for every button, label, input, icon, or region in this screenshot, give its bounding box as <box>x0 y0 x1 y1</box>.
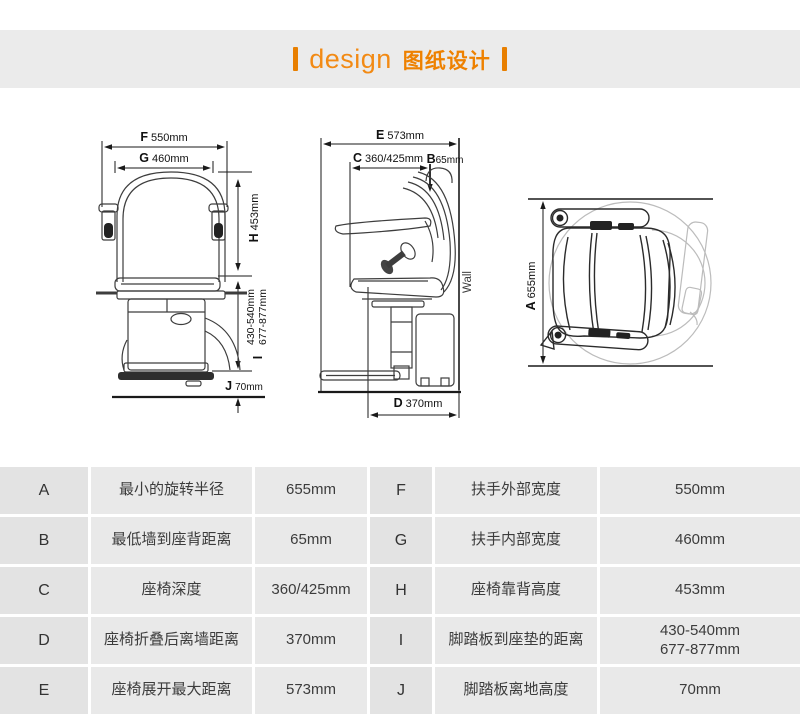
spec-key: D <box>0 617 88 664</box>
spec-value: 430-540mm 677-877mm <box>600 617 800 664</box>
top-view-drawing <box>528 198 713 367</box>
spec-key: C <box>0 567 88 614</box>
spec-key: J <box>370 667 432 714</box>
spec-label: 扶手内部宽度 <box>435 517 597 564</box>
dim-label-i-letter: I <box>251 355 265 360</box>
spec-value: 460mm <box>600 517 800 564</box>
spec-label: 脚踏板离地高度 <box>435 667 597 714</box>
spec-key: H <box>370 567 432 614</box>
spec-label: 座椅展开最大距离 <box>91 667 252 714</box>
section-title-band: design 图纸设计 <box>0 30 800 88</box>
spec-key: I <box>370 617 432 664</box>
spec-value: 453mm <box>600 567 800 614</box>
side-view-drawing <box>318 138 461 418</box>
spec-label: 最低墙到座背距离 <box>91 517 252 564</box>
spec-table: A 最小的旋转半径 655mm F 扶手外部宽度 550mm B 最低墙到座背距… <box>0 467 800 714</box>
spec-value: 573mm <box>255 667 367 714</box>
spec-key: A <box>0 467 88 514</box>
section-title: design 图纸设计 <box>293 43 507 75</box>
spec-key: F <box>370 467 432 514</box>
spec-key: G <box>370 517 432 564</box>
spec-value: 70mm <box>600 667 800 714</box>
spec-key: B <box>0 517 88 564</box>
spec-label: 最小的旋转半径 <box>91 467 252 514</box>
spec-value: 550mm <box>600 467 800 514</box>
front-view-drawing <box>96 141 265 413</box>
spec-label: 座椅折叠后离墙距离 <box>91 617 252 664</box>
title-english: design <box>309 43 392 74</box>
spec-value: 370mm <box>255 617 367 664</box>
spec-label: 脚踏板到座垫的距离 <box>435 617 597 664</box>
spec-label: 扶手外部宽度 <box>435 467 597 514</box>
dim-label-i-values: 430-540mm 677-877mm <box>244 288 269 346</box>
drawings-linework <box>96 138 713 418</box>
spec-label: 座椅靠背高度 <box>435 567 597 614</box>
wall-label: Wall <box>462 271 474 293</box>
title-right-bar-icon <box>501 47 507 71</box>
title-left-bar-icon <box>293 47 299 71</box>
spec-key: E <box>0 667 88 714</box>
spec-value: 360/425mm <box>255 567 367 614</box>
spec-value: 65mm <box>255 517 367 564</box>
spec-label: 座椅深度 <box>91 567 252 614</box>
dim-label-h: H453mm <box>247 193 261 243</box>
spec-value: 655mm <box>255 467 367 514</box>
dim-label-a: A655mm <box>524 261 538 311</box>
title-chinese: 图纸设计 <box>402 50 491 73</box>
dim-label-b: B65mm <box>426 152 464 166</box>
